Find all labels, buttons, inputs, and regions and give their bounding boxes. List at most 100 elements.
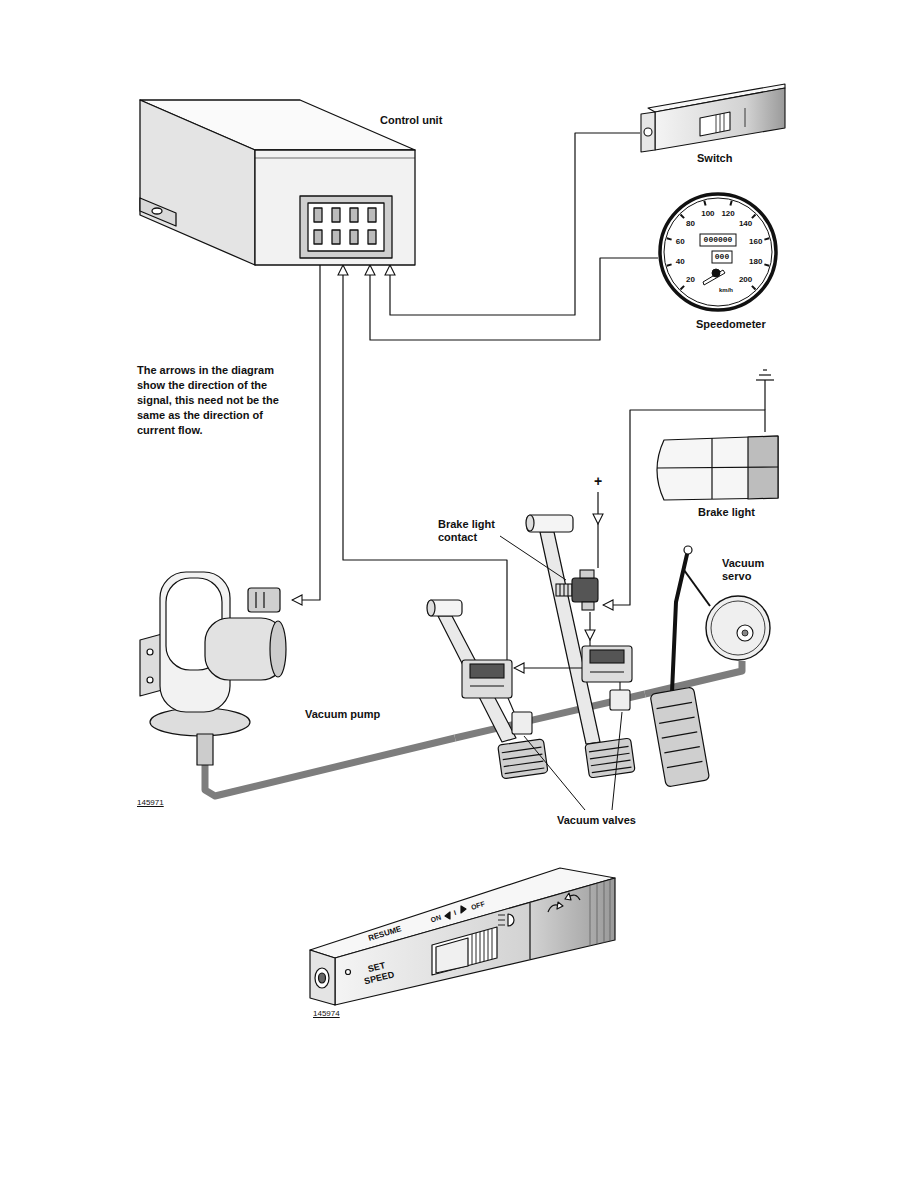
switch-drawing [716,115,717,133]
control-unit-drawing [332,230,340,244]
switch-drawing [724,113,725,131]
switch-closeup-drawing [472,934,473,964]
vacuum-valve-drawing [590,671,624,672]
vacuum-valve-drawing [514,667,582,668]
switch-closeup-drawing [432,927,497,975]
ground-symbol [764,380,765,410]
speedometer-drawing [681,215,685,219]
vacuum-servo-drawing [706,596,770,660]
control-unit-drawing [368,208,376,222]
switch-closeup-drawing [484,931,485,961]
brake-contact-drawing [563,584,564,596]
speedometer-drawing [764,238,769,239]
dial-number: 180 [749,257,762,267]
part-label: Brake light contact [438,518,518,544]
speedometer-drawing [667,201,769,290]
dial-number: 160 [749,237,762,247]
switch-closeup-drawing [590,886,591,946]
pedal-drawing [591,760,631,766]
figure-number: 145971 [137,798,164,808]
pedal-drawing [659,717,694,723]
switch-legend: ON [430,914,442,925]
vacuum-pump-drawing [147,677,153,683]
control-unit-drawing [314,208,322,222]
vacuum-pump-drawing [248,588,280,612]
switch-closeup-drawing [557,902,563,909]
brake-contact-drawing [559,584,560,596]
dial-number: 120 [721,209,734,219]
note-text: The arrows in the diagram show the direc… [137,363,300,438]
ground-symbol [756,379,774,380]
dial-number: 80 [686,219,695,229]
control-unit-drawing [140,198,176,226]
control-unit-drawing [368,230,376,244]
part-label: Control unit [380,114,442,127]
part-label: Speedometer [696,318,766,331]
brake-light-drawing [657,436,778,500]
dial-number: 20 [686,275,695,285]
vacuum-hose [205,738,455,796]
vacuum-valve-drawing [506,640,507,660]
part-label: Switch [697,152,732,165]
vacuum-pump-drawing [255,592,256,608]
pedal-drawing [427,600,435,616]
switch-closeup-drawing [346,970,351,975]
speedometer-drawing [667,238,672,239]
control-unit-drawing [140,100,415,265]
pedal-drawing [498,739,548,779]
pedal-drawing [664,747,699,753]
pedal-drawing [504,761,544,767]
vacuum-pump-drawing [205,618,285,680]
trip-digits: 000 [715,252,729,262]
vacuum-valve-drawing [610,690,630,710]
pedal-drawing [667,761,702,767]
switch-closeup-drawing [590,880,610,946]
vacuum-valves-part: Vacuum valves [455,640,645,745]
speedometer-drawing [712,251,732,263]
leader-line [500,536,622,810]
vacuum-valve-drawing [462,660,512,698]
part-label: Vacuum pump [305,708,380,721]
switch-closeup-drawing [610,880,611,941]
speedometer-drawing [703,270,725,285]
switch-closeup-drawing [472,929,492,964]
brake-contact-part: Brake light contact [568,568,603,612]
vacuum-valve-drawing [470,685,504,686]
switch-closeup-drawing [498,915,505,916]
speedometer-drawing [700,234,736,246]
unit-text: km/h [719,287,733,294]
control-unit-drawing [350,208,358,222]
speedometer-drawing [730,201,731,206]
speedometer-drawing [752,286,756,290]
pedal-drawing [657,702,692,708]
control-unit-drawing [255,150,415,265]
brake-contact-drawing [556,584,572,596]
leader-line [612,712,622,810]
switch-closeup-drawing [480,932,481,962]
vacuum-pump-part: Vacuum pump [140,562,292,765]
pedal-drawing [427,515,710,787]
switch-legend: OFF [470,900,486,912]
vacuum-servo-part: Vacuum servo [700,595,776,661]
signal-wire [370,258,658,340]
dial-number: 200 [739,275,752,285]
switch-closeup-drawing [310,950,335,1005]
speedometer-drawing [681,286,685,290]
pedal-drawing [585,738,635,778]
vacuum-valve-drawing [589,640,590,646]
vacuum-servo-drawing [706,596,770,660]
signal-wire [292,265,320,600]
figure-number: 145974 [313,1009,340,1019]
vacuum-servo-drawing [737,625,753,641]
switch-drawing [655,88,785,150]
ground-symbol [759,374,771,375]
speedometer-drawing [660,194,776,310]
switch-closeup-drawing [498,925,505,926]
switch-part: Switch [640,88,785,150]
pedal-drawing [650,687,710,787]
vacuum-valve-drawing [508,698,514,712]
switch-drawing [700,112,730,136]
pedal-drawing [684,546,692,554]
